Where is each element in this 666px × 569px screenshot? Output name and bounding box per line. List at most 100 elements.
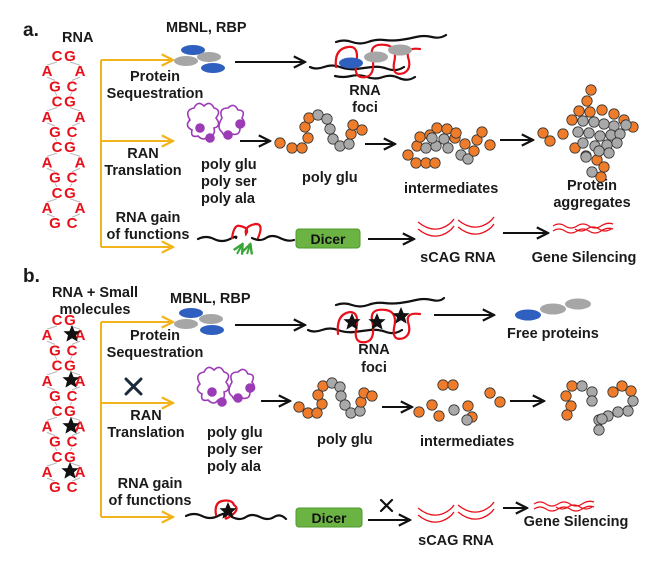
rna-base-right: C: [67, 342, 78, 359]
a-product-1: poly glu: [201, 157, 257, 173]
rna-base-right: C: [67, 434, 78, 451]
gray-bead: [603, 147, 615, 159]
rna-backbone: [69, 356, 73, 360]
b-ran-label-1: RAN: [130, 408, 161, 424]
rna-backbone: [46, 371, 58, 376]
a-seq-label-1: Protein: [130, 69, 180, 85]
b-intermediates-label: intermediates: [420, 434, 514, 450]
rna-backbone: [54, 401, 58, 406]
a-cleavage-arrow-2: [247, 245, 250, 254]
gray-bead: [345, 407, 357, 419]
gray-bead: [321, 113, 333, 125]
gray-bead: [598, 118, 610, 130]
orange-bead: [431, 122, 443, 134]
a-product-3: poly ala: [201, 191, 256, 207]
rna-backbone: [71, 386, 81, 391]
orange-bead: [595, 171, 607, 183]
orange-bead: [584, 106, 596, 118]
b-ran-label-2: Translation: [107, 425, 184, 441]
orange-bead: [433, 410, 445, 422]
rna-backbone: [69, 152, 81, 157]
orange-bead: [410, 157, 422, 169]
a-cleavage-arrow-1: [237, 245, 242, 254]
b-poly-glu-chain: [293, 377, 378, 419]
rna-base-left: G: [49, 342, 61, 359]
rna-backbone: [54, 356, 58, 360]
rna-base-right: G: [64, 139, 76, 156]
rna-base-left: C: [52, 94, 63, 111]
gray-bead: [572, 126, 584, 138]
rna-base-right: G: [64, 48, 76, 65]
panel-b-rna-title-2: molecules: [60, 302, 131, 318]
rna-base-right: A: [75, 464, 86, 481]
rna-backbone: [54, 92, 58, 96]
b-dicer-blocked-x-icon: [379, 498, 394, 513]
rna-backbone: [69, 92, 73, 96]
rna-base-right: A: [75, 109, 86, 126]
gray-bead: [324, 123, 336, 135]
a-dicer-button: Dicer: [295, 228, 361, 249]
b-seq-label-1: Protein: [130, 328, 180, 344]
rna-backbone: [46, 107, 58, 112]
rna-backbone: [46, 167, 56, 173]
orange-bead: [293, 401, 305, 413]
a-proteins-label: MBNL, RBP: [166, 20, 247, 36]
rna-backbone: [46, 325, 58, 330]
orange-bead: [462, 400, 474, 412]
rna-base-left: C: [52, 139, 63, 156]
a-poly-glu-chain: [274, 109, 368, 154]
rna-backbone: [46, 213, 56, 218]
rna-base-left: A: [42, 373, 53, 390]
panel-a-branch-arrows: [100, 60, 173, 247]
gray-bead: [586, 395, 598, 407]
orange-bead: [569, 142, 581, 154]
orange-bead: [573, 105, 585, 117]
rna-backbone: [54, 183, 58, 188]
b-dicer-label: Dicer: [311, 510, 347, 526]
b-product-3: poly ala: [207, 459, 262, 475]
rna-backbone: [46, 386, 56, 391]
rna-backbone: [46, 61, 58, 66]
orange-bead: [484, 387, 496, 399]
a-seq-label-2: Sequestration: [107, 86, 204, 102]
rna-backbone: [54, 137, 58, 142]
rna-base-right: G: [64, 185, 76, 202]
rna-base-right: G: [64, 403, 76, 420]
rna-base-right: G: [64, 312, 76, 329]
rna-backbone: [69, 401, 73, 406]
rna-base-right: C: [67, 215, 78, 232]
a-gain-label-1: RNA gain: [116, 210, 181, 226]
gray-bead: [576, 380, 588, 392]
a-scag-rna: [417, 216, 495, 237]
a-silencing-rna: [552, 222, 614, 234]
rna-backbone: [71, 213, 81, 218]
panel-b-branch-arrows: [100, 322, 173, 517]
b-chain-label: poly glu: [317, 432, 373, 448]
rna-base-left: C: [52, 48, 63, 65]
orange-bead: [414, 131, 426, 143]
rna-base-left: A: [42, 464, 53, 481]
orange-bead: [607, 386, 619, 398]
a-ran-label-1: RAN: [127, 146, 158, 162]
rna-backbone: [69, 416, 81, 421]
gray-bead: [343, 138, 355, 150]
orange-bead: [476, 126, 488, 138]
rna-backbone: [69, 137, 73, 142]
a-rna-hairpin-strand: [196, 222, 296, 243]
b-free-proteins-label: Free proteins: [507, 326, 599, 342]
orange-bead: [471, 134, 483, 146]
b-gain-label-2: of functions: [109, 493, 192, 509]
a-foci-label-2: foci: [352, 100, 378, 116]
gray-bead: [448, 404, 460, 416]
a-ran-label-2: Translation: [104, 163, 181, 179]
orange-bead: [585, 84, 597, 96]
rna-backbone: [71, 340, 81, 345]
b-scag-label: sCAG RNA: [418, 533, 494, 549]
orange-bead: [311, 407, 323, 419]
rna-backbone: [69, 447, 73, 452]
gray-bead: [612, 406, 624, 418]
rna-base-right: C: [67, 388, 78, 405]
orange-bead: [598, 161, 610, 173]
gray-bead: [594, 130, 606, 142]
rna-base-left: C: [52, 449, 63, 466]
